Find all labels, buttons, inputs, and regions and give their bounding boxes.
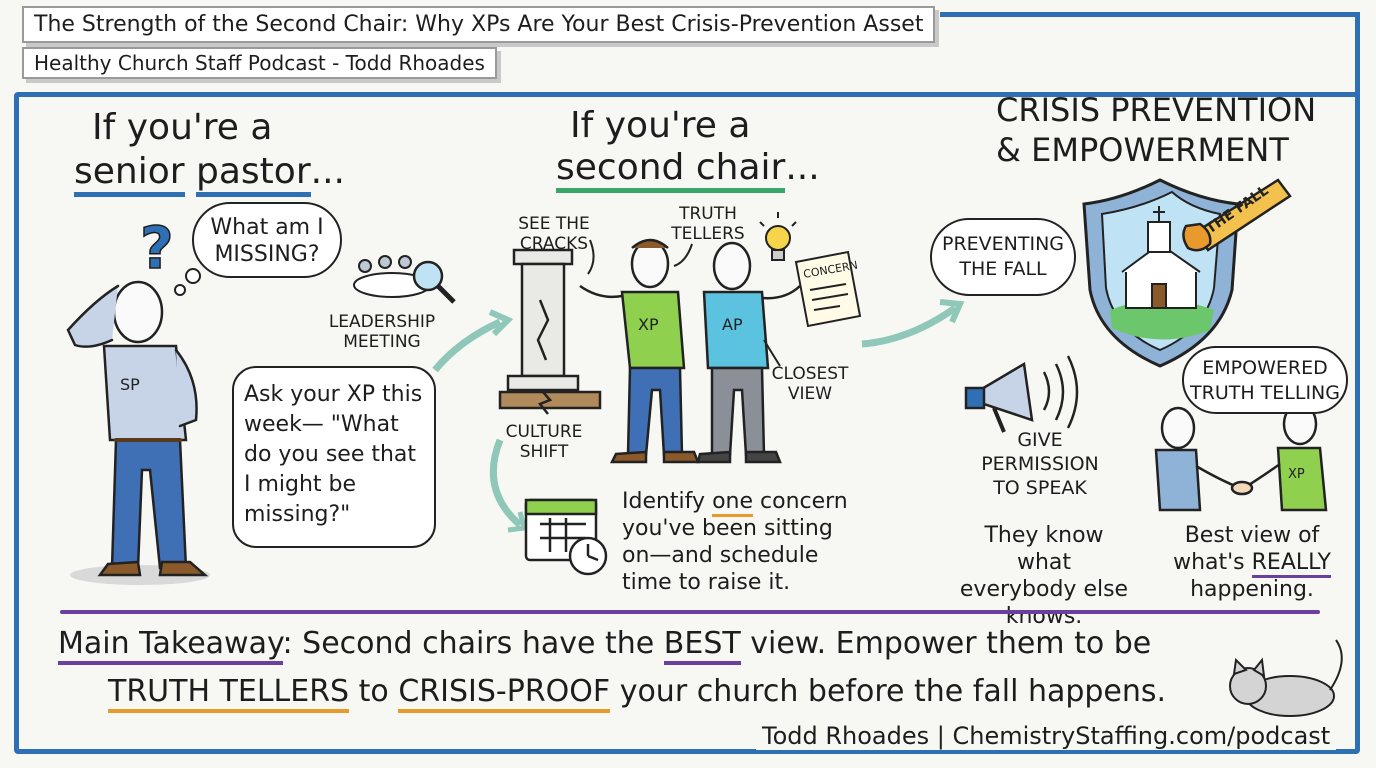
view-text: Best view of what's REALLY happening. bbox=[1164, 522, 1340, 603]
lightbulb-icon bbox=[759, 212, 797, 261]
senior-word: senior bbox=[74, 152, 185, 197]
second-heading-line1: If you're a bbox=[570, 105, 751, 146]
takeaway-part3: to bbox=[358, 674, 389, 709]
speech-bubble: Ask your XP this week— "What do you see … bbox=[232, 366, 436, 548]
handshake-icon bbox=[1154, 402, 1328, 512]
takeaway-crisis-proof: CRISIS-PROOF bbox=[398, 674, 611, 713]
know-text: They know what everybody else knows. bbox=[959, 523, 1129, 629]
xp-badge: XP bbox=[638, 315, 659, 334]
calendar-clock-icon bbox=[524, 498, 608, 576]
takeaway-divider bbox=[60, 610, 1320, 614]
question-mark-icon: ? bbox=[140, 214, 174, 282]
page-subtitle: Healthy Church Staff Podcast - Todd Rhoa… bbox=[22, 47, 497, 79]
truth-tellers-label: TRUTH TELLERS bbox=[671, 204, 745, 244]
action-pre: Identify bbox=[622, 489, 706, 514]
megaphone-icon bbox=[964, 355, 1079, 433]
frame-right-edge bbox=[1355, 12, 1360, 102]
second-heading-tail: ... bbox=[785, 147, 820, 188]
second-heading-line2: second chair... bbox=[556, 146, 820, 193]
view-pre: Best view of what's bbox=[1173, 523, 1320, 575]
ap-figure bbox=[696, 241, 801, 464]
whiteboard-frame bbox=[14, 92, 1360, 754]
senior-heading-tail: ... bbox=[310, 151, 345, 192]
view-really: REALLY bbox=[1251, 550, 1331, 578]
preventing-bubble: PREVENTING THE FALL bbox=[930, 218, 1076, 296]
see-cracks-label: SEE THE CRACKS bbox=[518, 214, 590, 254]
crisis-heading: CRISIS PREVENTION & EMPOWERMENT bbox=[996, 91, 1317, 169]
takeaway-label: Main Takeaway bbox=[58, 626, 283, 665]
meeting-table-icon bbox=[353, 255, 431, 298]
takeaway-part1: : Second chairs have the bbox=[282, 626, 655, 661]
xp-badge-handshake: XP bbox=[1288, 467, 1305, 482]
thought-bubble: What am I MISSING? bbox=[192, 202, 342, 278]
action-text: Identify one concern you've been sitting… bbox=[622, 488, 852, 596]
empowered-bubble: EMPOWERED TRUTH TELLING bbox=[1182, 346, 1348, 414]
action-one: one bbox=[712, 489, 754, 517]
footer-credit: Todd Rhoades | ChemistryStaffing.com/pod… bbox=[756, 722, 1337, 750]
pastor-word: pastor bbox=[196, 152, 311, 197]
culture-shift-label: CULTURE SHIFT bbox=[505, 422, 583, 462]
senior-pastor-figure bbox=[66, 280, 210, 585]
takeaway-part2: view. Empower them to be bbox=[750, 626, 1152, 661]
takeaway-best: BEST bbox=[663, 626, 741, 665]
meeting-label: LEADERSHIP MEETING bbox=[328, 312, 436, 352]
magnifier-icon bbox=[412, 260, 456, 304]
takeaway-truth: TRUTH TELLERS bbox=[108, 674, 350, 713]
ap-badge: AP bbox=[722, 315, 743, 334]
takeaway-line1: Main Takeaway: Second chairs have the BE… bbox=[58, 626, 1152, 665]
concern-paper-icon bbox=[794, 250, 862, 328]
cat-doodle-icon bbox=[1229, 639, 1343, 717]
permission-label: GIVE PERMISSION TO SPEAK bbox=[981, 429, 1099, 499]
senior-heading-line1: If you're a bbox=[92, 107, 273, 148]
shield-church-icon bbox=[1082, 178, 1240, 368]
second-chair-word: second chair bbox=[556, 148, 786, 193]
senior-heading-line2: senior pastor... bbox=[74, 150, 345, 197]
page-title: The Strength of the Second Chair: Why XP… bbox=[22, 6, 936, 43]
takeaway-part4: your church before the fall happens. bbox=[619, 674, 1167, 709]
closest-view-label: CLOSEST VIEW bbox=[771, 364, 849, 404]
cracked-pillar-icon bbox=[498, 248, 602, 415]
sp-badge: SP bbox=[120, 375, 140, 394]
xp-figure bbox=[579, 238, 700, 464]
frame-top-edge bbox=[940, 12, 1360, 17]
falling-rock-icon bbox=[1182, 178, 1292, 252]
view-post: happening. bbox=[1190, 577, 1314, 602]
action-post: concern you've been sitting on—and sched… bbox=[622, 489, 848, 595]
takeaway-line2: TRUTH TELLERS to CRISIS-PROOF your churc… bbox=[108, 674, 1167, 713]
